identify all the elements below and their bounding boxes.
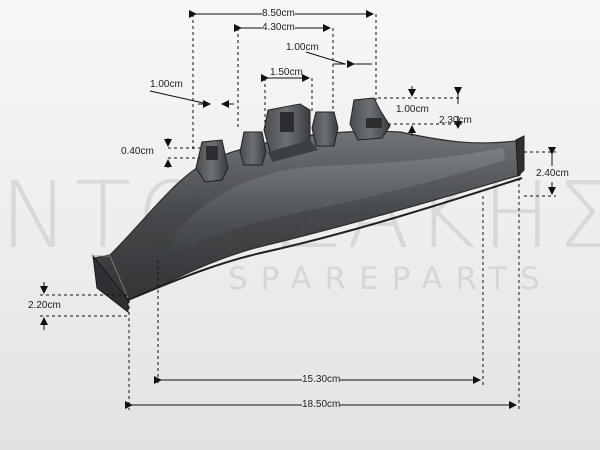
dim-tab-width-right: 1.00cm [286, 42, 319, 53]
center-right-post [311, 111, 339, 147]
dim-left-tab-height: 0.40cm [121, 146, 154, 157]
center-latch [263, 103, 318, 162]
right-mounting-tab [349, 97, 391, 141]
dim-tab-offset-right: 1.00cm [396, 104, 429, 115]
dim-top-span: 8.50cm [262, 8, 295, 20]
dim-left-end-height: 2.20cm [28, 300, 61, 311]
dim-center-width: 1.50cm [270, 67, 303, 78]
dim-total-length: 18.50cm [302, 399, 341, 411]
dim-inner-length: 15.30cm [302, 374, 341, 386]
left-mounting-tab [195, 139, 229, 183]
dim-inner-span: 4.30cm [262, 22, 295, 34]
center-left-post [239, 131, 267, 166]
dim-clip-height: 2.30cm [439, 115, 472, 126]
dim-tab-width-left: 1.00cm [150, 79, 183, 90]
dim-right-end-height: 2.40cm [536, 168, 569, 179]
dimension-lines [40, 10, 556, 410]
